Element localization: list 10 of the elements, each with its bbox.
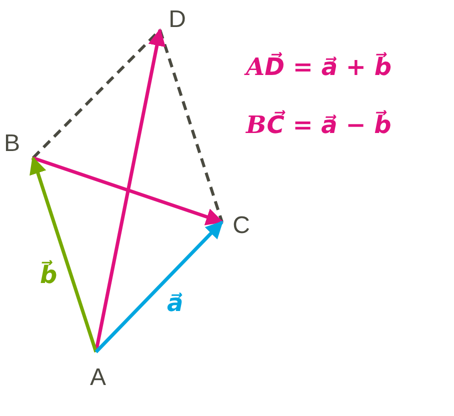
vector-equation: AD⃗ = a⃗ + b⃗ — [246, 52, 392, 81]
dashed-line — [158, 30, 224, 222]
arrow — [30, 156, 98, 353]
arrow — [32, 156, 224, 226]
arrow — [94, 220, 224, 354]
point-label: C — [222, 212, 250, 239]
point-label: D — [160, 8, 186, 32]
point-label: B — [4, 132, 33, 158]
point-label: A — [86, 352, 110, 390]
vector-equation: BC⃗ = a⃗ − b⃗ — [246, 110, 392, 139]
